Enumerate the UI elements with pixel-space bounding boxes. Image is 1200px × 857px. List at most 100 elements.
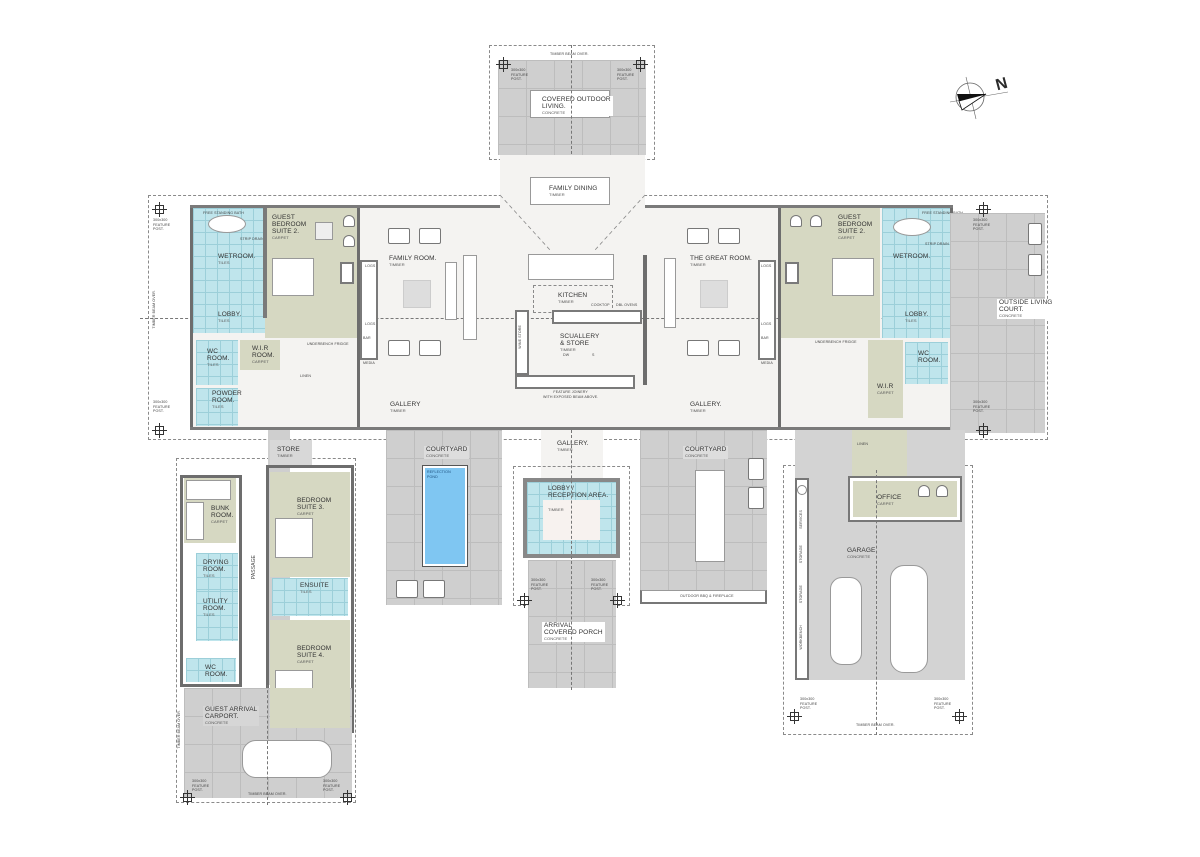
drying-room [196, 553, 238, 591]
car-icon [242, 740, 332, 778]
lobby-right-label: LOBBY.TILES [905, 311, 929, 323]
reflection-pond [422, 465, 468, 567]
bed-icon [832, 258, 874, 296]
feature-post-icon [152, 202, 167, 217]
armchair-icon [1028, 223, 1042, 245]
bed-icon [275, 518, 313, 558]
covered-outdoor-living-label: COVERED OUTDOOR LIVING. CONCRETE [540, 96, 613, 116]
utility-room [196, 591, 238, 641]
north-arrow: N [948, 72, 1009, 122]
sofa [664, 258, 676, 328]
armchair-icon [388, 228, 410, 244]
armchair-icon [718, 340, 740, 356]
car-icon [830, 577, 862, 665]
free-standing-bath-icon [893, 218, 931, 236]
wir-right [868, 340, 903, 418]
outdoor-table [695, 470, 725, 562]
wetroom-right-label: WETROOM. [893, 253, 931, 260]
main-outer-wall-bottom [190, 427, 952, 430]
sofa-back [463, 255, 477, 340]
coffee-table [700, 280, 728, 308]
armchair-icon [718, 228, 740, 244]
gas-fire-left-icon [340, 262, 354, 284]
dining-table [530, 177, 610, 205]
passage-label: PASSAGE [251, 555, 257, 580]
bed-icon [272, 258, 314, 296]
armchair-icon [687, 340, 709, 356]
armchair-icon [687, 228, 709, 244]
great-room-label: THE GREAT ROOM.TIMBER [690, 255, 752, 267]
gallery-entry-label: GALLERY.TIMBER [557, 440, 589, 452]
lobby-reception-label: LOBBY /RECEPTION AREA.TIMBER [548, 485, 609, 512]
feature-post-icon [496, 57, 511, 72]
wc-room-guest [186, 658, 236, 682]
hwc-icon [797, 485, 807, 495]
outdoor-bbq-fireplace [640, 590, 767, 604]
powder-room [196, 388, 238, 426]
guest-wing-beam-outline [176, 458, 356, 803]
feature-post-icon [952, 709, 967, 724]
feature-post-icon [976, 202, 991, 217]
free-standing-bath-icon [208, 215, 246, 233]
sofa [445, 262, 457, 320]
feature-post-icon [152, 423, 167, 438]
family-room-label: FAMILY ROOM.TIMBER [389, 255, 437, 267]
family-dining-label: FAMILY DINING TIMBER [549, 185, 598, 197]
coffee-table [403, 280, 431, 308]
wc-room-right [905, 342, 948, 384]
bunk-bed-icon [186, 502, 204, 540]
north-arrow-icon [949, 76, 1009, 120]
feature-post-icon [180, 790, 195, 805]
fireplace-left [360, 260, 378, 360]
bunk-bed-icon [186, 480, 231, 500]
kitchen-island [528, 254, 614, 280]
lobby-left-label: LOBBY.TILES [218, 311, 242, 323]
armchair-icon [419, 228, 441, 244]
wetroom-left-label: WETROOM.TILES [218, 253, 256, 265]
armchair-icon [419, 340, 441, 356]
feature-post-icon [976, 423, 991, 438]
dining-diagonals [499, 194, 646, 251]
office-main [848, 476, 962, 522]
gallery-entry [541, 430, 603, 480]
wir-left [240, 340, 280, 370]
feature-post-icon [517, 593, 532, 608]
armchair-icon [1028, 254, 1042, 276]
fireplace-right [758, 260, 776, 360]
ensuite [272, 578, 348, 616]
feature-post-icon [633, 57, 648, 72]
office [852, 430, 907, 485]
wc-room-left [196, 340, 238, 385]
courtyard-left [386, 430, 502, 605]
gas-fire-right-icon [785, 262, 799, 284]
feature-post-icon [340, 790, 355, 805]
store [270, 440, 312, 465]
wine-store [515, 310, 529, 375]
armchair-icon [315, 222, 333, 240]
feature-post-icon [610, 593, 625, 608]
feature-post-icon [787, 709, 802, 724]
